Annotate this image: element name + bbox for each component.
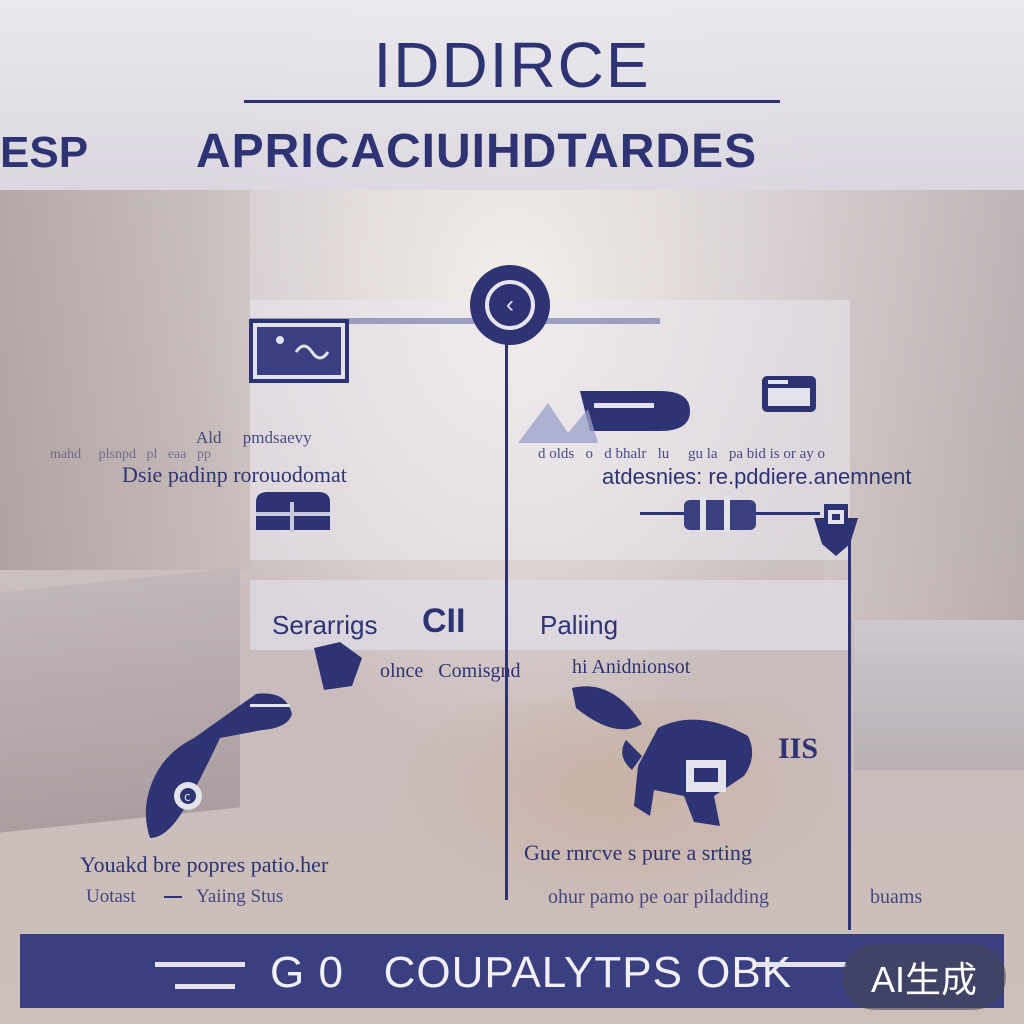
left-caption: Dsie padinp rorouodomat (122, 462, 347, 488)
turtle-icon (566, 680, 776, 840)
monitor-icon (248, 318, 350, 384)
background-shelf-left (0, 190, 250, 570)
connector-vertical-center (505, 340, 508, 900)
footer-dash-left-2 (175, 984, 235, 989)
bottom-left-line2-b: Yaiing Stus (196, 886, 283, 908)
side-tag: ESP (0, 128, 88, 178)
hub-node: ‹ (470, 265, 550, 345)
bottom-right-line1: Gue rnrcve s pure a srting (524, 840, 752, 866)
shield-icon (306, 640, 368, 692)
page-subtitle: APRICACIUIHDTARDES (196, 124, 757, 179)
right-caption-small: d olds o d bhalr lu gu la pa bid is or a… (538, 446, 825, 463)
middle-center-glyphs: CII (422, 602, 465, 641)
bottom-right-line2-b: buams (870, 886, 922, 909)
folder-icon (760, 372, 818, 414)
page-title: IDDIRCE (0, 28, 1024, 102)
box-icon (250, 488, 336, 538)
rocket-icon (514, 385, 694, 455)
footer-dash-right (756, 962, 846, 967)
middle-side-mark: IIS (778, 732, 818, 766)
bottom-left-line2-a: Uotast (86, 886, 136, 908)
title-underline (244, 100, 780, 103)
bottom-right-line2-a: ohur pamo pe oar piladding (548, 886, 769, 909)
left-caption-faint: mahd plsnpd pl eaa pp (50, 447, 211, 463)
middle-left-sub: olnce Comisgnd (380, 660, 521, 683)
bottom-left-line1: Youakd bre popres patio.her (80, 852, 328, 878)
background-table-right (854, 620, 1024, 770)
svg-text:c: c (184, 790, 191, 804)
left-caption-small: Ald pmdsaevy (196, 428, 312, 448)
right-caption: atdesnies: re.pddiere.anemnent (602, 464, 911, 490)
connector-vertical-right (848, 540, 851, 930)
back-arrow-icon: ‹ (485, 280, 535, 330)
footer-text: G 0 COUPALYTPS OBK (270, 948, 792, 998)
guitar-icon: c (140, 686, 310, 842)
ai-generated-badge: AI生成 (842, 944, 1006, 1010)
middle-left-label: Serarrigs (272, 610, 377, 641)
middle-right-label: Paliing (540, 610, 618, 641)
bottom-left-dash (164, 896, 182, 898)
footer-dash-left (155, 962, 245, 967)
robot-icon (806, 500, 866, 560)
handshake-icon (680, 492, 760, 536)
middle-right-sub: hi Anidnionsot (572, 656, 690, 679)
